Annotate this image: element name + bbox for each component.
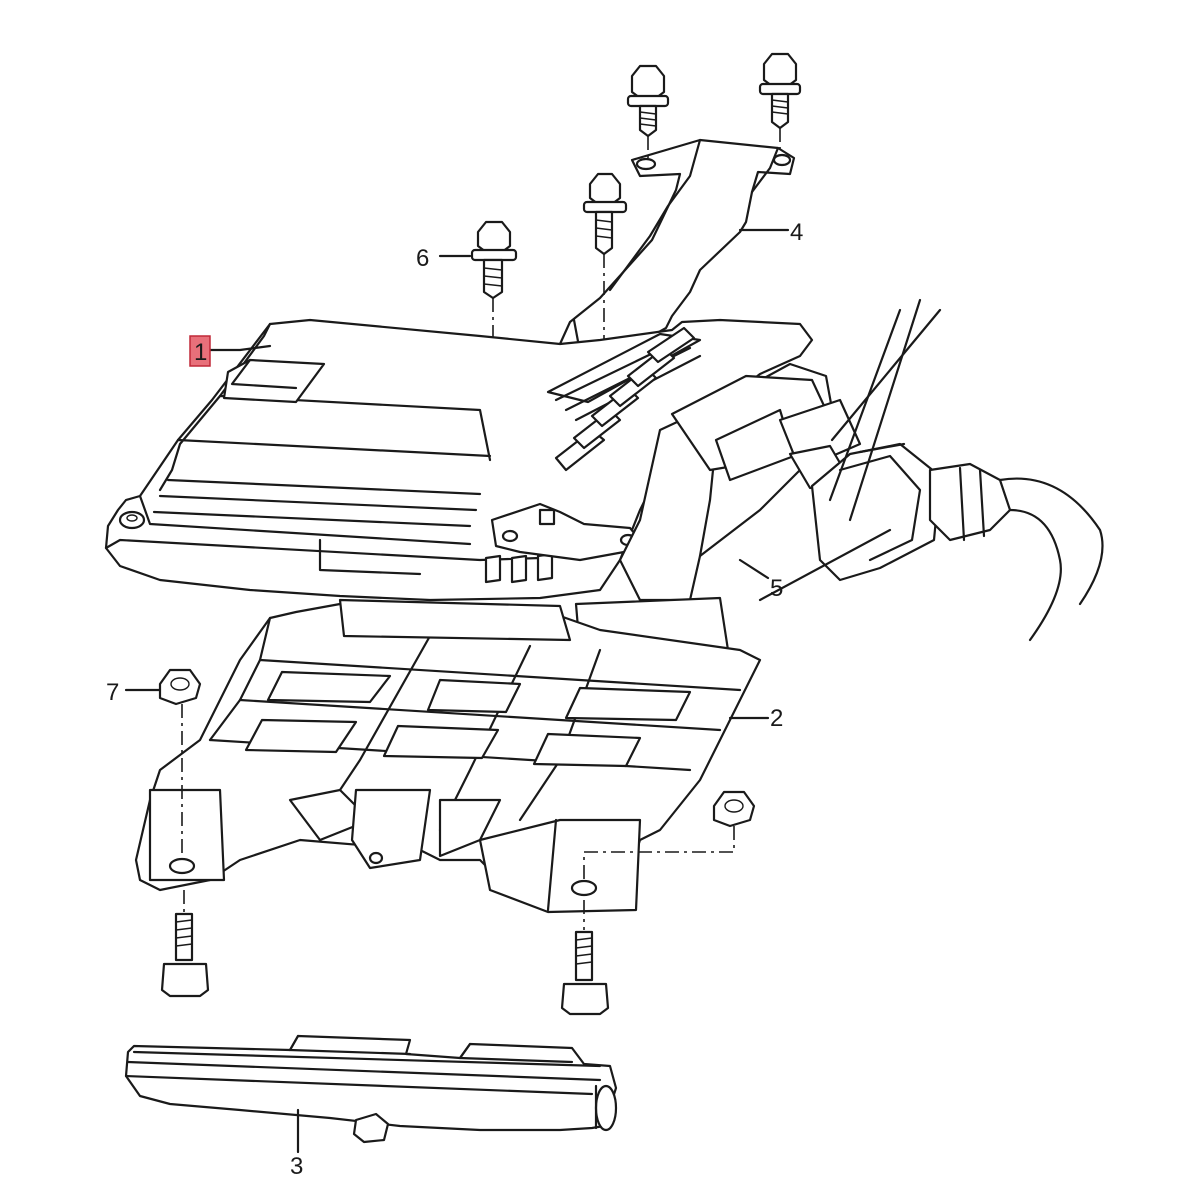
bolt-top-left [626, 64, 670, 160]
callout-label-3: 3 [290, 1153, 303, 1180]
callout-label-1: 1 [194, 339, 207, 366]
control-unit-part-1 [104, 318, 814, 602]
callout-label-2: 2 [770, 705, 783, 732]
callout-label-6: 6 [416, 245, 429, 272]
connector-part-5 [574, 298, 1104, 654]
bolt-top-right [758, 52, 802, 156]
bolt-part-6 [470, 220, 518, 366]
rail-part-3 [124, 1034, 618, 1144]
callout-label-4: 4 [790, 219, 803, 246]
nut-part-7 [158, 668, 202, 860]
bolt-middle [582, 172, 628, 370]
bolt-bottom-right [560, 900, 610, 1016]
bolt-bottom-left [160, 890, 210, 998]
callout-label-5: 5 [770, 575, 783, 602]
tray-part-2 [134, 598, 762, 914]
nut-right [583, 790, 756, 880]
callout-1: 1 [189, 335, 211, 367]
callout-label-7: 7 [106, 679, 119, 706]
leader-lines [124, 228, 790, 1154]
highlight-marker [189, 335, 211, 367]
